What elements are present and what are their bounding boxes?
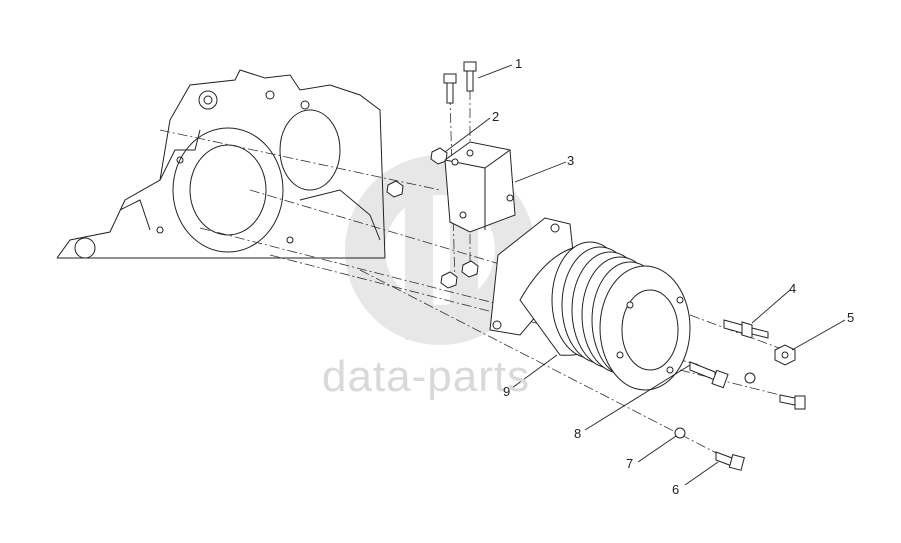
compressor-item-9 [489, 217, 691, 391]
callout-2: 2 [492, 109, 500, 124]
washer-item [674, 372, 756, 439]
callout-5: 5 [847, 310, 855, 325]
callout-4: 4 [789, 281, 797, 296]
watermark-text: data-parts [322, 352, 531, 401]
callout-7: 7 [626, 456, 634, 471]
callout-8: 8 [574, 426, 582, 441]
bolt-item-8 [689, 361, 806, 410]
callout-9: 9 [503, 384, 511, 399]
callout-1: 1 [515, 56, 523, 71]
callout-3: 3 [567, 153, 575, 168]
bolt-pair-item-1 [443, 61, 477, 104]
fitting-item-4 [723, 319, 769, 339]
engine-housing [56, 69, 386, 259]
bracket-item-3 [444, 141, 516, 233]
nut-item-2 [386, 147, 479, 289]
bolt-item-6 [715, 451, 745, 471]
callout-6: 6 [672, 482, 680, 497]
leader-lines [444, 64, 846, 486]
nut-item-5 [774, 344, 796, 366]
